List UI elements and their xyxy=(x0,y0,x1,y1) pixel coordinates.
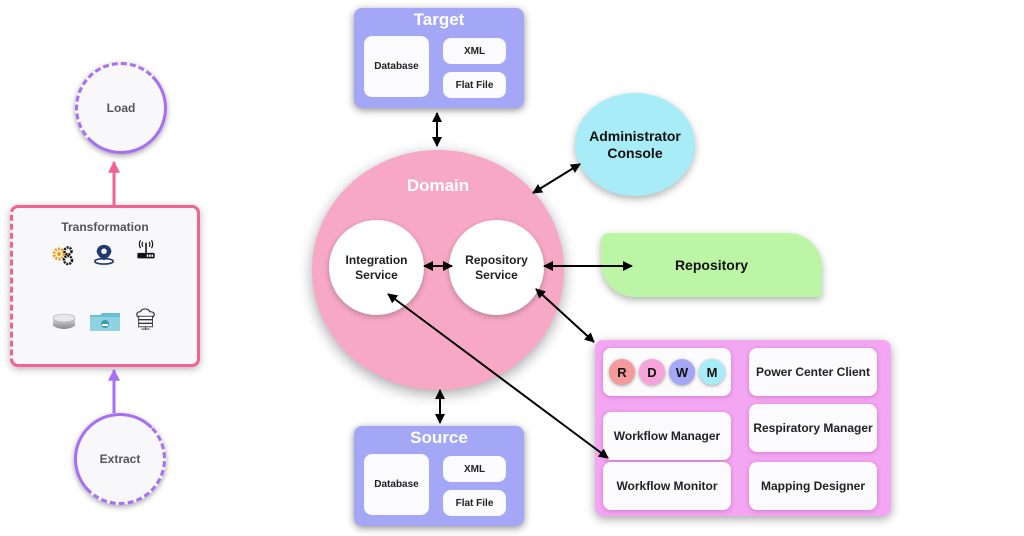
workflow-monitor-label: Workflow Monitor xyxy=(616,478,718,493)
workflow-manager-label: Workflow Manager xyxy=(613,428,721,443)
location-pin-icon xyxy=(94,244,114,265)
client-badges: R D W M xyxy=(603,348,731,396)
domain-title: Domain xyxy=(406,176,470,195)
disk-icon xyxy=(52,313,76,329)
integration-service-label: Integration Service xyxy=(345,252,408,282)
badge-m: M xyxy=(699,359,725,385)
respiratory-manager-label: Respiratory Manager xyxy=(753,420,873,435)
extract-label: Extract xyxy=(99,452,141,466)
administrator-console: Administrator Console xyxy=(575,93,695,196)
source-xml: XML xyxy=(443,456,506,482)
mapping-designer: Mapping Designer xyxy=(749,462,877,510)
repository-node: Repository xyxy=(601,233,822,297)
extract-node: Extract xyxy=(74,413,166,505)
mapping-designer-label: Mapping Designer xyxy=(760,478,865,493)
domain-circle: Domain Integration Service Repository Se… xyxy=(312,150,564,390)
target-title: Target xyxy=(413,10,465,29)
client-tools-panel: R D W M Power Center Client Workflow Man… xyxy=(595,340,891,516)
respiratory-manager: Respiratory Manager xyxy=(749,404,877,452)
target-xml: XML xyxy=(443,38,506,64)
repository-label: Repository xyxy=(674,257,749,273)
source-box: Source Database XML Flat File xyxy=(354,426,524,526)
cloud-server-icon xyxy=(136,308,155,330)
load-label: Load xyxy=(106,101,136,115)
target-database: Database xyxy=(364,36,429,97)
transformation-box: Transformation xyxy=(10,205,200,367)
target-flat-file: Flat File xyxy=(443,72,506,98)
source-flat-file: Flat File xyxy=(443,490,506,516)
gears-icon xyxy=(52,246,74,266)
transformation-label: Transformation xyxy=(61,220,149,234)
source-title: Source xyxy=(410,428,468,447)
administrator-console-label: Administrator Console xyxy=(589,127,681,161)
integration-service: Integration Service xyxy=(329,220,424,315)
badge-d: D xyxy=(639,359,665,385)
badge-r: R xyxy=(609,359,635,385)
wireless-router-icon xyxy=(137,240,155,259)
repository-service-label: Repository Service xyxy=(465,252,528,282)
target-box: Target Database XML Flat File xyxy=(354,8,524,108)
workflow-monitor: Workflow Monitor xyxy=(603,462,731,510)
source-database: Database xyxy=(364,454,429,515)
power-center-client: Power Center Client xyxy=(749,348,877,396)
repository-service: Repository Service xyxy=(449,220,544,315)
folder-icon xyxy=(90,313,120,331)
load-node: Load xyxy=(75,62,167,154)
workflow-manager: Workflow Manager xyxy=(603,412,731,460)
badge-w: W xyxy=(669,359,695,385)
power-center-client-label: Power Center Client xyxy=(755,364,871,379)
